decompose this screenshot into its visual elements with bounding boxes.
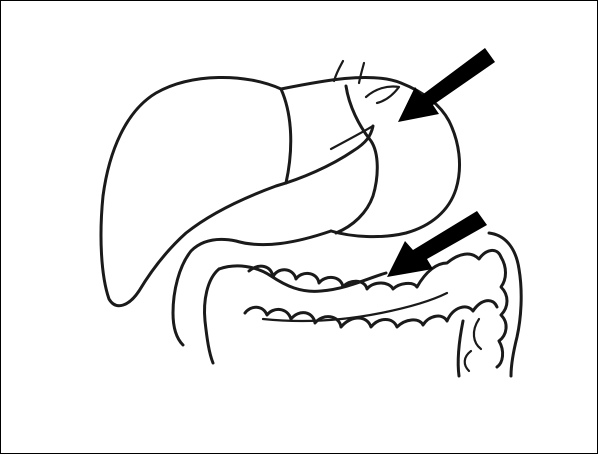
- lower-arrow-icon: [387, 211, 487, 277]
- descending-colon-inner: [458, 321, 463, 376]
- upper-arrow-icon: [398, 48, 495, 122]
- cardia-notch: [366, 86, 399, 103]
- transverse-colon-upper: [249, 250, 501, 289]
- duodenum-inner: [205, 269, 219, 363]
- descending-colon-segments: [465, 319, 481, 371]
- descending-colon-haustra: [497, 257, 507, 367]
- esophagus-right: [359, 63, 364, 83]
- pancreas-outline: [219, 266, 386, 291]
- liver-outline: [101, 77, 373, 305]
- duodenum-outer: [173, 231, 331, 345]
- liver-lobe-division: [281, 89, 291, 183]
